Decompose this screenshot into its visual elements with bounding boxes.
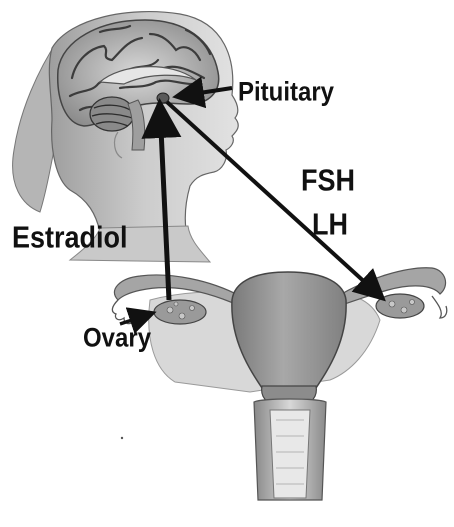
label-estradiol: Estradiol: [12, 223, 128, 253]
left-ovary: [154, 300, 206, 324]
label-lh: LH: [312, 210, 348, 240]
speck: [121, 437, 123, 439]
reproductive-illustration: [112, 268, 446, 500]
fsh-lh-arrow: [167, 102, 380, 296]
label-ovary: Ovary: [83, 325, 151, 352]
pituitary-gland: [157, 93, 169, 103]
cerebellum: [90, 97, 134, 131]
right-fimbriae: [432, 296, 447, 318]
label-fsh: FSH: [301, 166, 355, 196]
vaginal-canal: [270, 410, 310, 498]
label-pituitary: Pituitary: [238, 79, 334, 106]
right-ovary: [376, 294, 424, 318]
